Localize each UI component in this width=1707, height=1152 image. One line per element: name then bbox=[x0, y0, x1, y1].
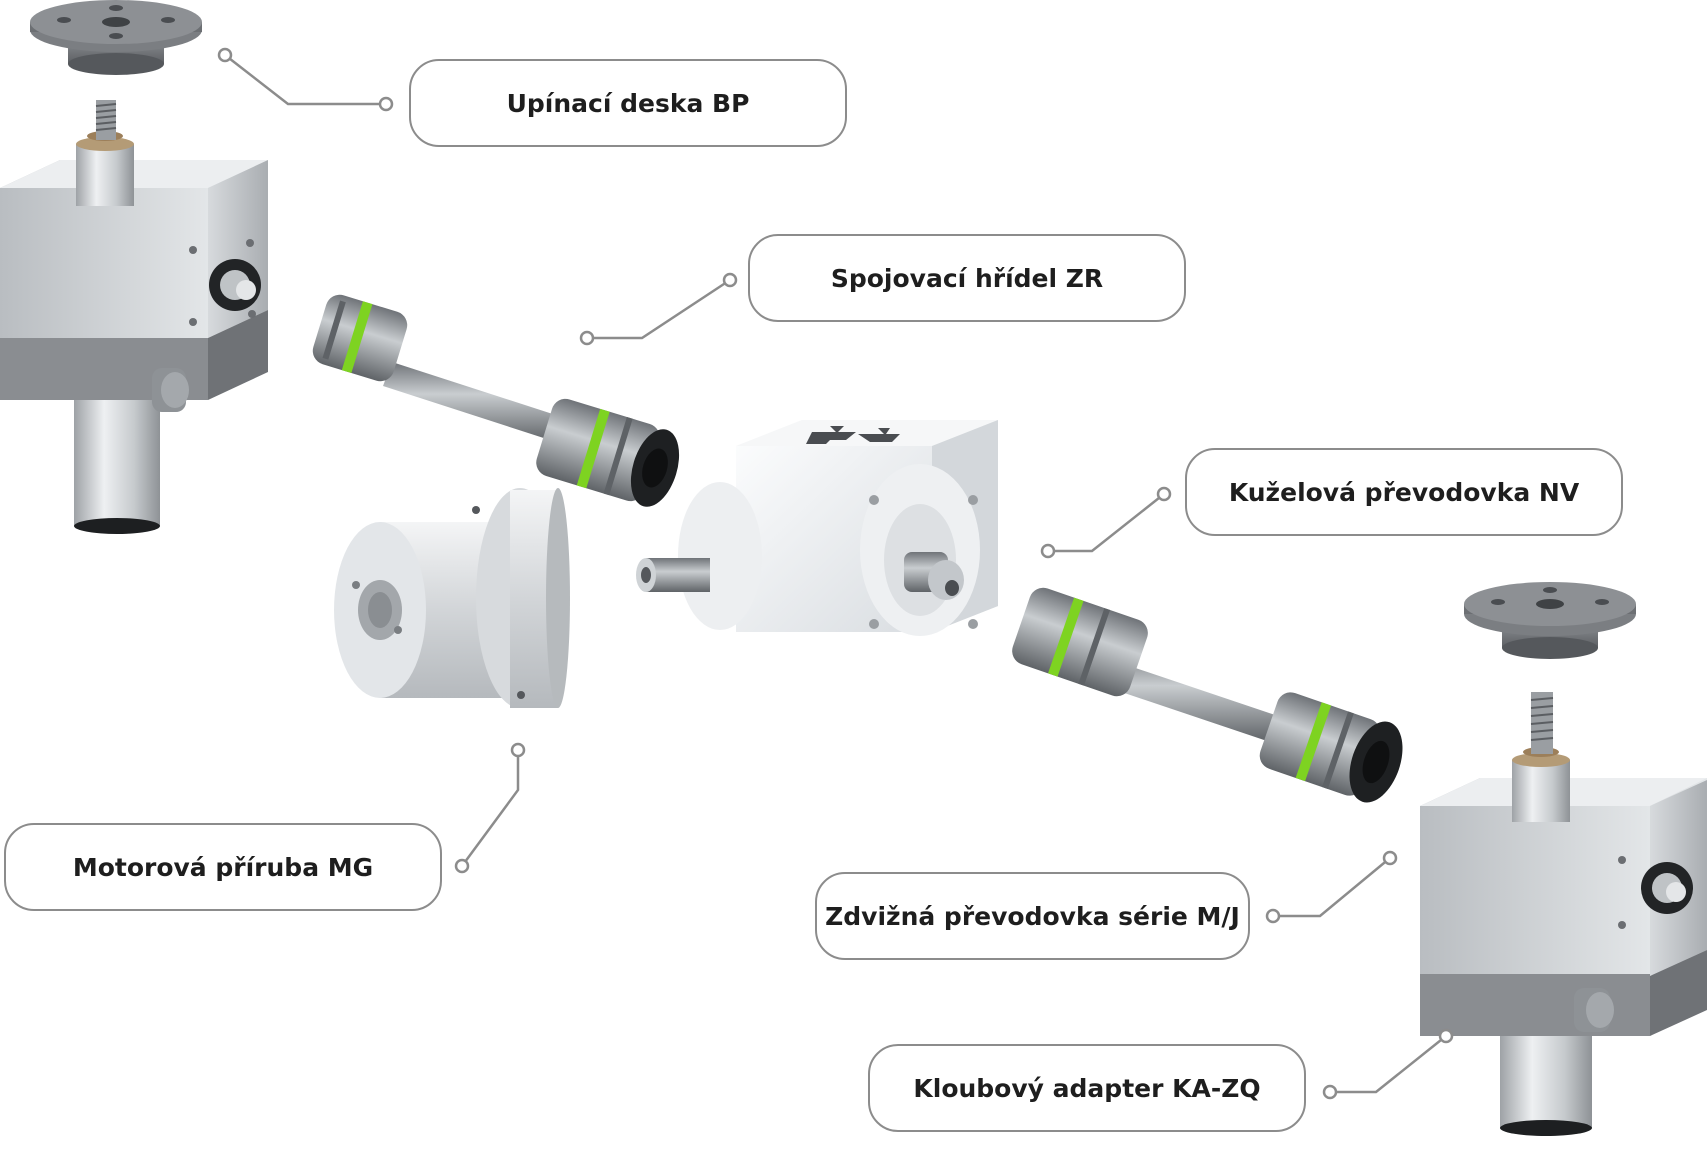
baseplate-bottom-right bbox=[1464, 582, 1636, 659]
leader-line-baseplate bbox=[217, 47, 394, 112]
label-flange: Motorová příruba MG bbox=[4, 823, 442, 911]
screw-jack-top-left bbox=[0, 100, 268, 534]
connecting-shaft-bottom bbox=[1012, 587, 1403, 803]
leader-line-shaft bbox=[579, 272, 738, 346]
connecting-shaft-top bbox=[312, 294, 680, 507]
label-shaft-text: Spojovací hřídel ZR bbox=[830, 263, 1104, 293]
label-shaft: Spojovací hřídel ZR bbox=[748, 234, 1186, 322]
label-bevel-text: Kuželová převodovka NV bbox=[1228, 477, 1580, 507]
label-jack-text: Zdvižná převodovka série M/J bbox=[825, 901, 1240, 931]
label-baseplate: Upínací deska BP bbox=[409, 59, 847, 147]
leader-line-jack bbox=[1265, 850, 1398, 924]
baseplate-top-left bbox=[30, 0, 202, 75]
screw-jack-bottom-right bbox=[1420, 692, 1707, 1136]
label-baseplate-text: Upínací deska BP bbox=[506, 88, 750, 118]
motor-flange bbox=[334, 488, 570, 708]
label-flange-text: Motorová příruba MG bbox=[72, 852, 374, 882]
arrows-logo-icon bbox=[806, 426, 900, 444]
label-bevel: Kuželová převodovka NV bbox=[1185, 448, 1623, 536]
leader-line-bevel bbox=[1040, 486, 1172, 559]
leader-line-adapter bbox=[1322, 1028, 1454, 1100]
bevel-gearbox bbox=[636, 420, 998, 636]
leader-line-flange bbox=[454, 742, 526, 874]
label-adapter-text: Kloubový adapter KA-ZQ bbox=[913, 1073, 1261, 1103]
label-jack: Zdvižná převodovka série M/J bbox=[815, 872, 1250, 960]
label-adapter: Kloubový adapter KA-ZQ bbox=[868, 1044, 1306, 1132]
